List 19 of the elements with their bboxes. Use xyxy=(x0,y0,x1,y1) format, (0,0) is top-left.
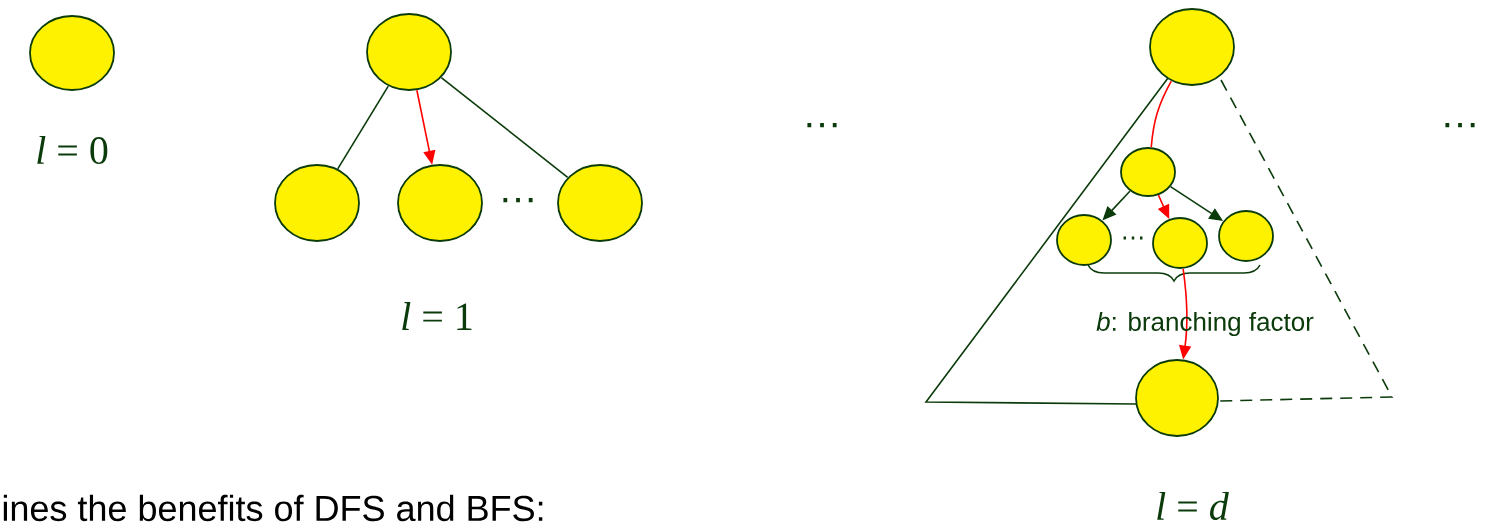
node-ellipse xyxy=(1120,147,1176,197)
node-ellipse xyxy=(1152,217,1208,269)
body-text: ines the benefits of DFS and BFS: xyxy=(3,494,543,522)
node-ellipse xyxy=(557,164,643,242)
math-label: l = 0 xyxy=(37,135,108,165)
ellipsis: … xyxy=(807,122,837,128)
ellipsis: … xyxy=(1445,122,1475,128)
ellipsis: … xyxy=(1123,236,1143,240)
math-label: l = 1 xyxy=(402,302,472,330)
node-ellipse xyxy=(1149,8,1235,86)
node-ellipse xyxy=(366,13,452,91)
node-ellipse xyxy=(1218,210,1274,262)
node-ellipse xyxy=(29,15,115,91)
node-ellipse xyxy=(1135,359,1219,437)
node-ellipse xyxy=(397,164,483,242)
math-label: l = d xyxy=(1157,491,1229,521)
ellipsis: … xyxy=(503,197,533,203)
node-ellipse xyxy=(274,164,360,242)
node-ellipse xyxy=(1056,214,1112,266)
